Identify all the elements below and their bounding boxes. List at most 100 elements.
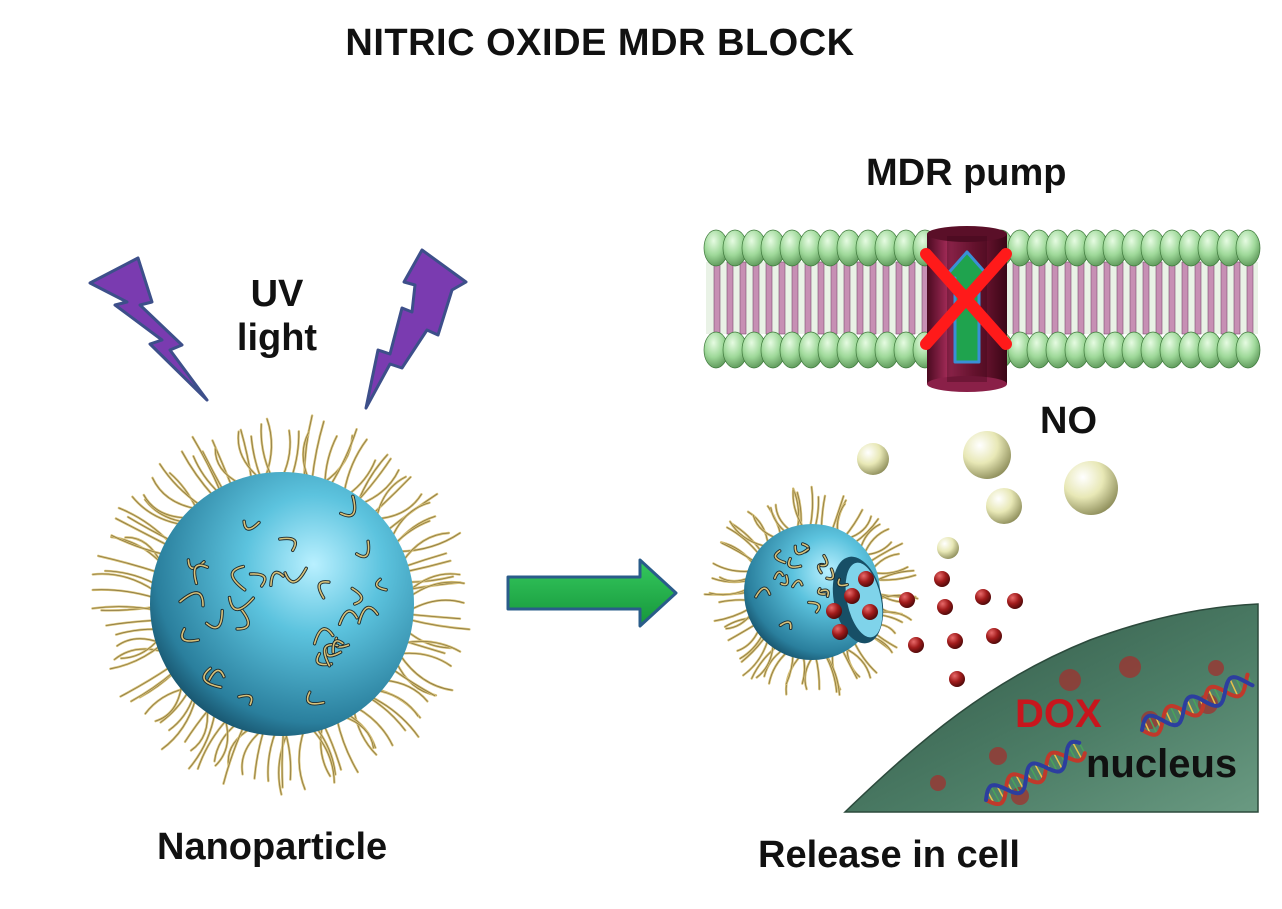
polymer-hair-shade <box>343 439 368 493</box>
lipid-tail <box>791 261 799 335</box>
polymer-hair-shade <box>398 532 461 552</box>
polymer-hair-shade <box>377 493 422 520</box>
polymer-hair <box>343 438 368 494</box>
polymer-hair-shade <box>405 560 451 573</box>
dna-helix-icon <box>984 739 1087 806</box>
polymer-hair-shade <box>260 423 272 477</box>
surface-hair-core <box>270 571 284 587</box>
lipid-tail <box>726 261 734 335</box>
lipid-tail <box>804 261 812 335</box>
dna-strand <box>1140 675 1255 732</box>
surface-hair-core <box>181 628 200 642</box>
surface-hair-core <box>313 628 334 645</box>
polymer-hair-shade <box>265 418 272 478</box>
dna-base-pair <box>1235 676 1244 694</box>
polymer-hair-shade <box>329 428 357 486</box>
lipid-tail <box>1064 261 1072 335</box>
polymer-hair-shade <box>110 644 162 670</box>
polymer-hair-shade <box>391 502 430 539</box>
polymer-hair <box>803 654 815 691</box>
lipid-tail <box>1233 261 1241 335</box>
polymer-hair-shade <box>92 573 156 592</box>
nucleus-region <box>843 603 1259 813</box>
lipid-tail <box>1051 261 1059 335</box>
polymer-hair-shade <box>336 719 359 773</box>
surface-hair-core <box>787 557 802 568</box>
surface-hair-core <box>818 589 830 598</box>
release-in-cell-label: Release in cell <box>758 834 1020 876</box>
nucleus-drug-spot <box>1059 669 1081 691</box>
surface-hair-core <box>794 545 809 555</box>
lipid-tail <box>1129 261 1137 335</box>
polymer-hair-shade <box>161 698 197 750</box>
polymer-hair <box>290 430 301 478</box>
dna-base-pair <box>1207 688 1217 707</box>
nucleus-drug-spot <box>1011 787 1029 805</box>
polymer-hair-shade <box>92 589 155 598</box>
polymer-hair <box>408 599 465 612</box>
uv-light-label: UV light <box>222 272 332 360</box>
dox-drug-particles <box>826 571 1023 687</box>
lipid-tail <box>1077 261 1085 335</box>
lipid-head <box>1235 229 1261 267</box>
lipid-tail <box>843 261 851 335</box>
polymer-hair-shade <box>212 440 233 487</box>
polymer-hair-shade <box>111 535 165 555</box>
surface-hair-core <box>774 550 786 564</box>
polymer-hair-shade <box>237 431 260 479</box>
dna-base-pair <box>1071 741 1083 760</box>
surface-hair-core <box>284 567 307 583</box>
polymer-hair-shade <box>152 477 197 510</box>
polymer-hair-shade <box>223 725 245 785</box>
surface-hair-core <box>279 537 297 552</box>
uv-label-line1: UV <box>250 273 304 315</box>
no-label: NO <box>1040 400 1097 442</box>
polymer-hair <box>763 648 785 678</box>
dna-base-pair <box>1033 763 1044 780</box>
polymer-hair-shade <box>143 494 188 519</box>
surface-hair-core <box>755 587 771 598</box>
surface-hair-core <box>826 568 835 580</box>
dna-base-pair <box>1169 705 1180 725</box>
nanoparticle-surface-hairs <box>178 494 388 707</box>
polymer-hair-shade <box>303 415 313 479</box>
small-nanoparticle-surface-hairs <box>754 542 849 630</box>
lipid-tail <box>739 261 747 335</box>
lipid-tail <box>713 261 721 335</box>
polymer-hair-shade <box>399 652 452 667</box>
polymer-hair-shade <box>376 476 407 519</box>
lipid-tail <box>1220 261 1228 335</box>
polymer-hair-shade <box>278 731 289 795</box>
dox-drug-particle <box>975 589 991 605</box>
lipid-tail <box>1012 261 1020 335</box>
dox-drug-particle <box>899 592 915 608</box>
lipid-tail <box>1090 261 1098 335</box>
polymer-hair <box>329 428 358 487</box>
dna-base-pair <box>1048 755 1059 772</box>
lipid-tail <box>1116 261 1124 335</box>
dox-drug-particle <box>1007 593 1023 609</box>
surface-hair-core <box>351 587 363 605</box>
lipid-tail <box>895 261 903 335</box>
dox-drug-particle <box>844 588 860 604</box>
polymer-hair-shade <box>192 436 221 493</box>
nucleus-drug-spot <box>930 775 946 791</box>
polymer-hair-shade <box>399 654 453 691</box>
polymer-hair-shade <box>372 476 411 515</box>
polymer-hair-shade <box>298 729 306 790</box>
surface-hair-core <box>193 564 209 585</box>
lipid-tail <box>908 261 916 335</box>
diagram-title: NITRIC OXIDE MDR BLOCK <box>345 22 855 64</box>
polymer-hair-shade <box>130 671 174 702</box>
lipid-tail <box>1246 261 1254 335</box>
surface-hair-core <box>355 540 370 558</box>
nucleus-label: nucleus <box>1086 742 1238 786</box>
polymer-hair-shade <box>181 451 214 497</box>
nanoparticle-label: Nanoparticle <box>157 826 388 868</box>
polymer-hair-shade <box>97 555 159 573</box>
polymer-hair <box>407 618 471 631</box>
nanoparticle-sphere <box>150 472 414 736</box>
lipid-tail <box>1038 261 1046 335</box>
surface-hair-core <box>238 694 253 706</box>
polymer-hair-shade <box>357 458 392 502</box>
